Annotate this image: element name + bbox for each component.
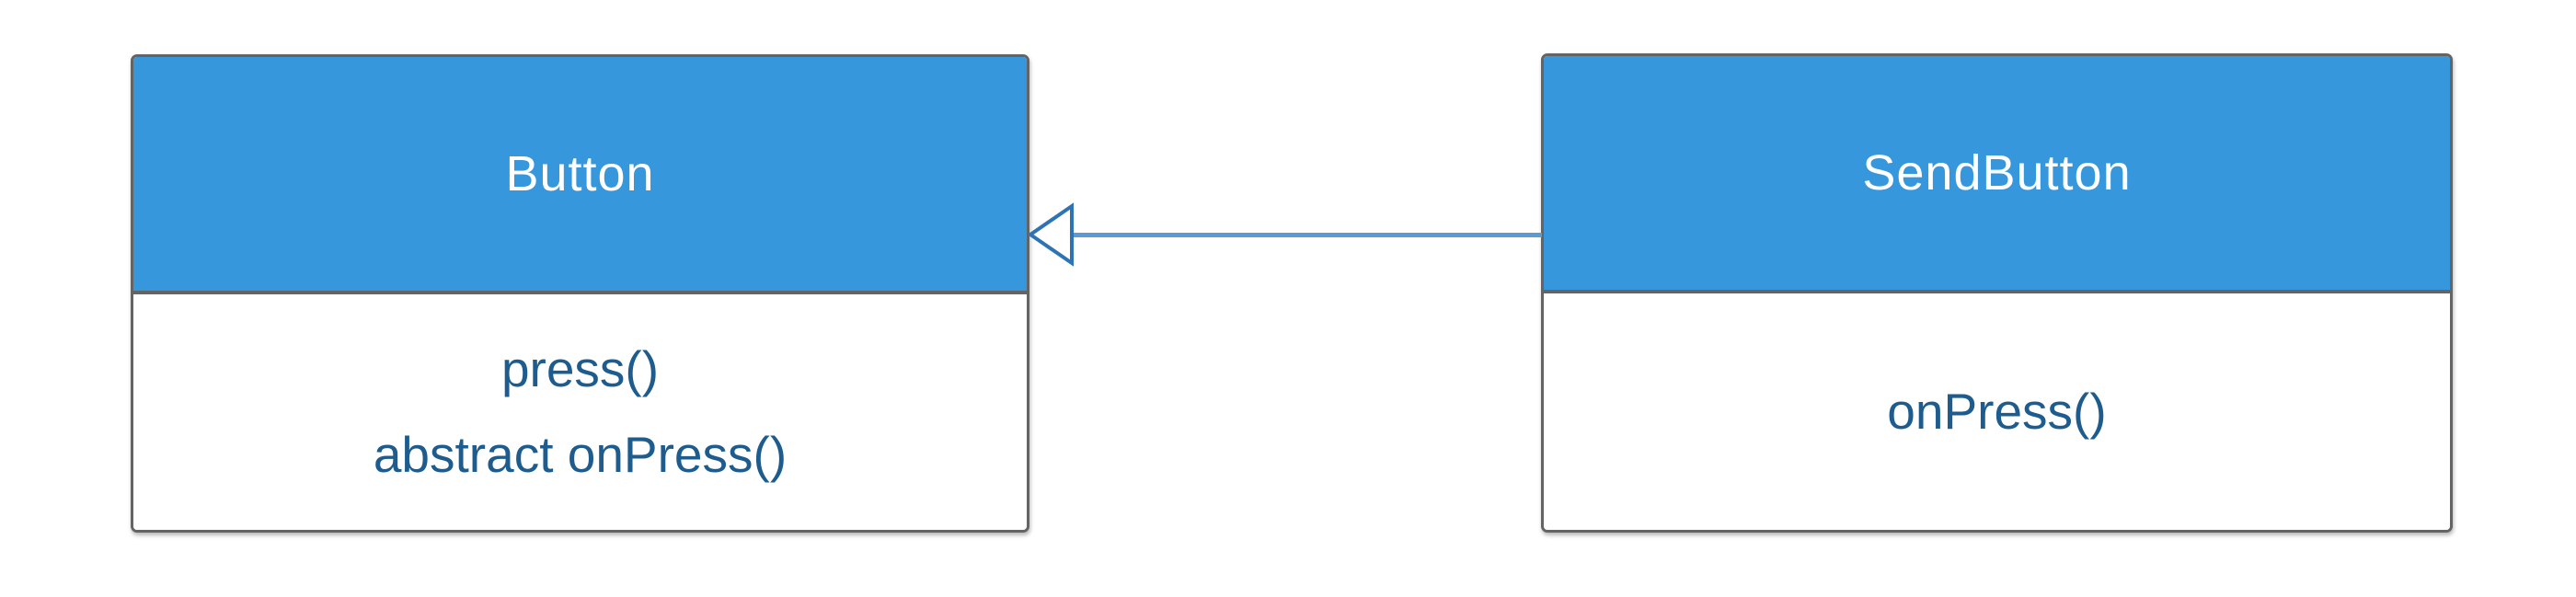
method-item: onPress() xyxy=(1887,383,2107,440)
class-name-button: Button xyxy=(505,146,655,201)
class-box-sendbutton: SendButton onPress() xyxy=(1541,53,2453,533)
hollow-triangle-icon xyxy=(1029,202,1074,267)
class-name-sendbutton: SendButton xyxy=(1862,145,2132,201)
class-header-sendbutton: SendButton xyxy=(1544,56,2450,293)
class-box-button: Button press() abstract onPress() xyxy=(131,54,1029,533)
method-item: abstract onPress() xyxy=(373,426,788,483)
class-header-button: Button xyxy=(133,57,1027,294)
class-methods-sendbutton: onPress() xyxy=(1544,293,2450,530)
inheritance-connector-line xyxy=(1071,233,1542,237)
method-item: press() xyxy=(500,340,660,397)
class-methods-button: press() abstract onPress() xyxy=(133,294,1027,530)
